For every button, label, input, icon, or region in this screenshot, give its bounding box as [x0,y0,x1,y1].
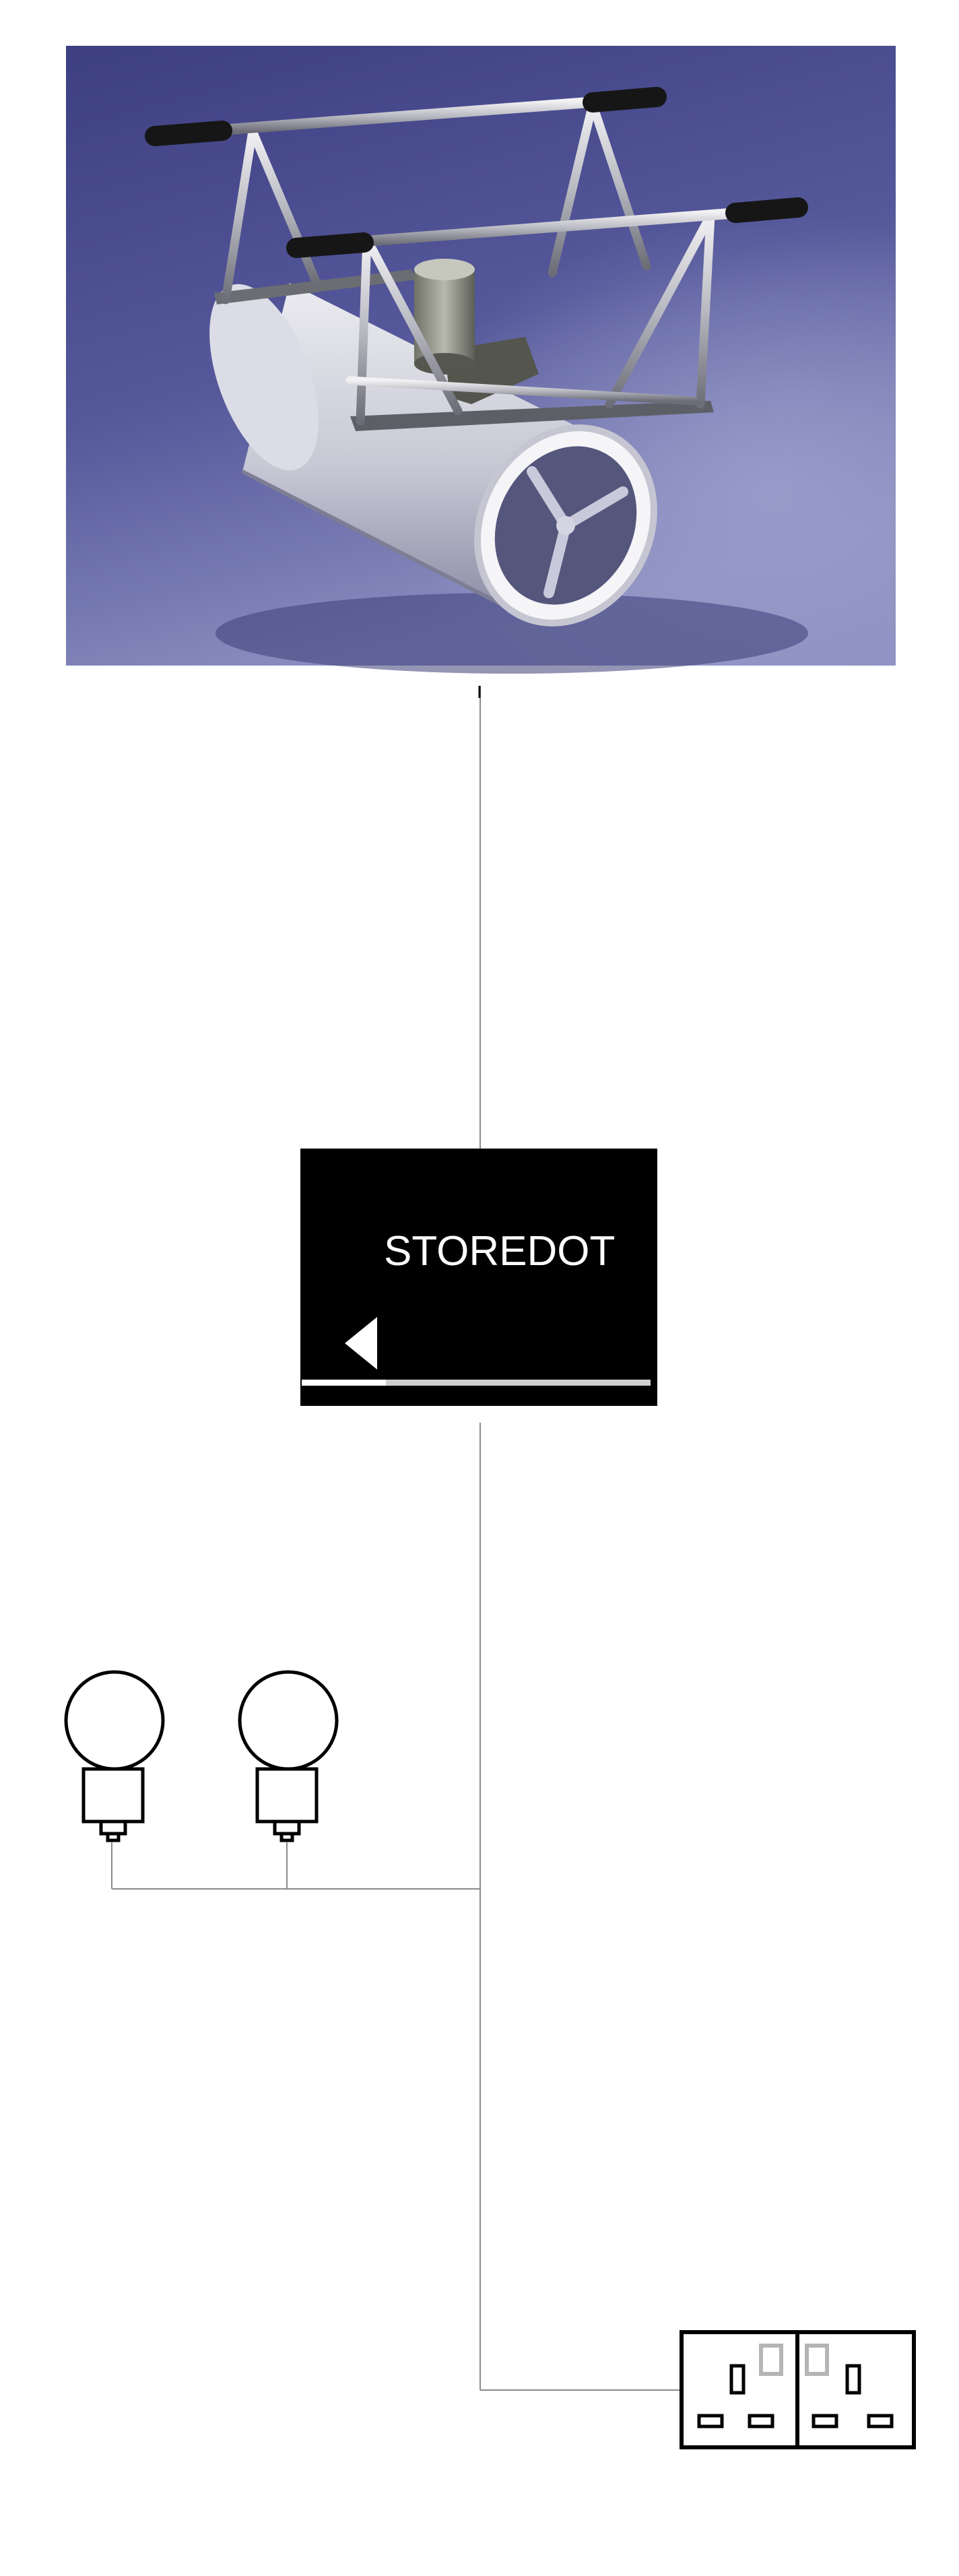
water-turbine-render [66,46,896,674]
wiring [111,686,682,2391]
storage-unit-label: STOREDOT [384,1228,615,1275]
light-bulb-icon [64,1670,165,1842]
back-arrow-icon [345,1317,377,1370]
storage-unit: STOREDOT [300,1149,657,1406]
storage-level-bar [302,1380,651,1386]
double-power-socket-icon [680,2330,916,2449]
light-bulb-icon [238,1670,339,1842]
